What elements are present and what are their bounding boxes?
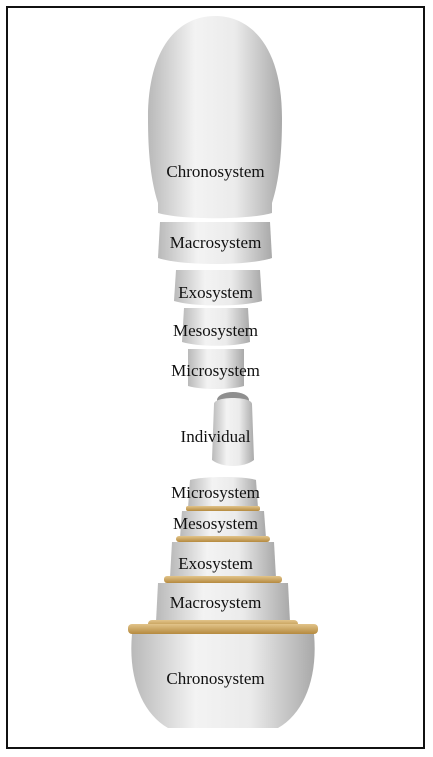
label-bottom-macrosystem: Macrosystem: [8, 593, 423, 613]
label-top-macrosystem: Macrosystem: [8, 233, 423, 253]
label-bottom-chronosystem: Chronosystem: [8, 669, 423, 689]
label-top-exosystem: Exosystem: [8, 283, 423, 303]
bottom-chronosystem-rim: [128, 624, 318, 634]
label-top-chronosystem: Chronosystem: [8, 162, 423, 182]
label-individual: Individual: [8, 427, 423, 447]
label-top-mesosystem: Mesosystem: [8, 321, 423, 341]
label-bottom-mesosystem: Mesosystem: [8, 514, 423, 534]
label-top-microsystem: Microsystem: [8, 361, 423, 381]
bottom-mesosystem-rim: [176, 536, 270, 542]
label-bottom-microsystem: Microsystem: [8, 483, 423, 503]
bottom-microsystem-rim: [186, 506, 260, 511]
bottom-exosystem-rim: [164, 576, 282, 583]
top-chronosystem-shell: [148, 16, 282, 218]
diagram-frame: Chronosystem Macrosystem Exosystem Mesos…: [6, 6, 425, 749]
label-bottom-exosystem: Exosystem: [8, 554, 423, 574]
